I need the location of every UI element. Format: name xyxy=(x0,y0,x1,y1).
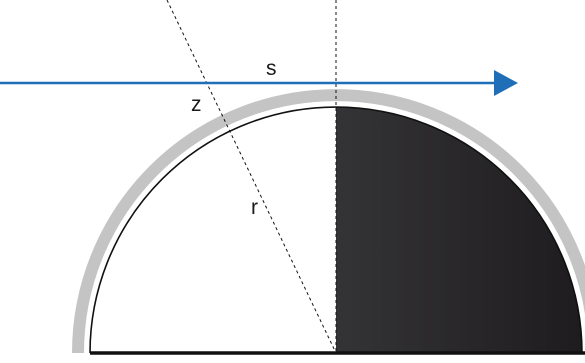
night-side-shadow xyxy=(336,107,582,353)
label-r: r xyxy=(251,196,258,219)
radius-dashed-line xyxy=(166,0,337,354)
planet-outline xyxy=(89,106,583,354)
atmosphere-layer xyxy=(72,89,585,354)
label-s: s xyxy=(266,57,277,80)
light-ray-arrowhead xyxy=(494,70,518,96)
label-z: z xyxy=(191,93,202,116)
